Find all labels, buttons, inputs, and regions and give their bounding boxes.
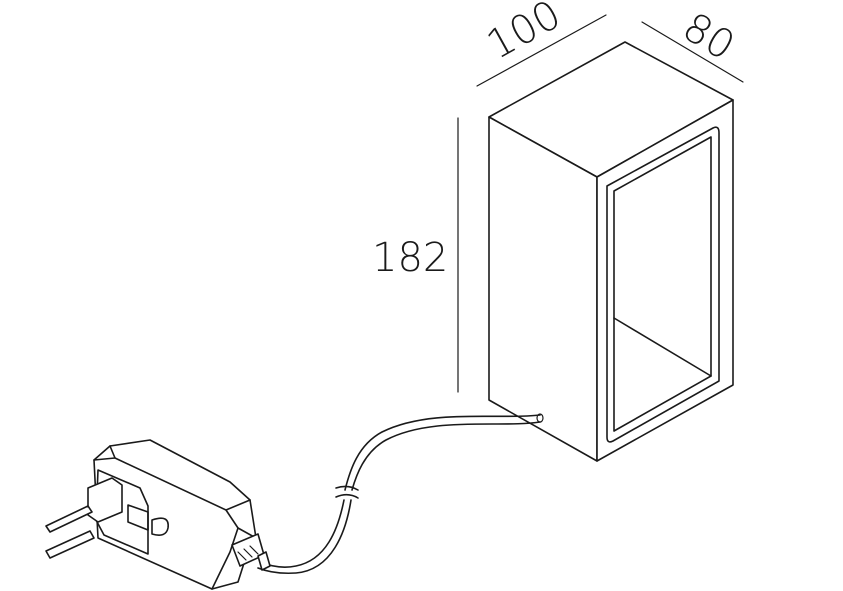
height-label: 182	[372, 235, 448, 281]
power-adapter	[45, 439, 271, 590]
width-label: 100	[480, 0, 569, 69]
power-cable	[257, 413, 544, 575]
depth-label: 80	[675, 4, 742, 70]
lamp-body	[488, 41, 734, 462]
height-dimension: 182	[372, 117, 459, 393]
